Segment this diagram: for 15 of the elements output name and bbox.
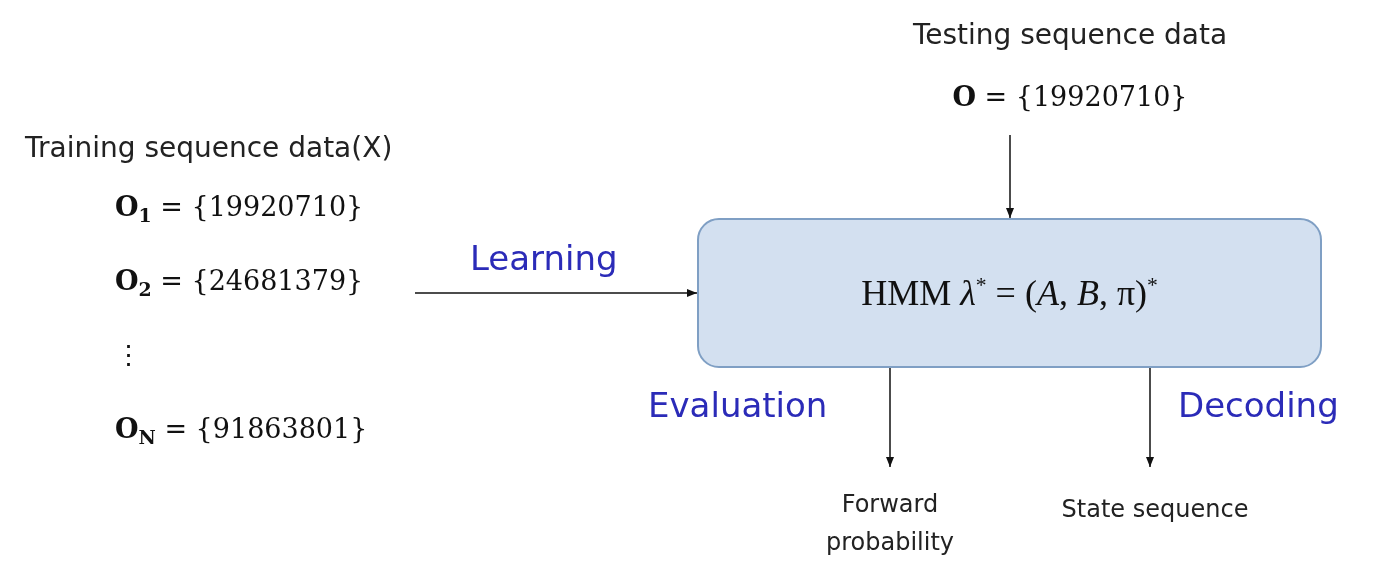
heading: Testing sequence data [911, 17, 1229, 53]
output-label: State sequence [1060, 494, 1250, 525]
output-label: Forward probability [824, 489, 956, 558]
arrow [414, 289, 698, 297]
formula: HMM λ$^{*}$ = (A, B, π)$^{*}$ [861, 272, 1158, 314]
formula: O = {19920710} [952, 81, 1188, 112]
arrow [886, 367, 894, 468]
process-box [697, 218, 1322, 368]
arrow [1006, 134, 1014, 219]
formula: ⋮ [115, 339, 142, 370]
arrow [1146, 367, 1154, 468]
formula: O$_{1}$ = {19920710} [115, 191, 364, 222]
heading: Training sequence data(X) [25, 130, 394, 166]
formula: O$_{N}$ = {91863801} [115, 413, 368, 444]
formula: O$_{2}$ = {24681379} [115, 265, 364, 296]
